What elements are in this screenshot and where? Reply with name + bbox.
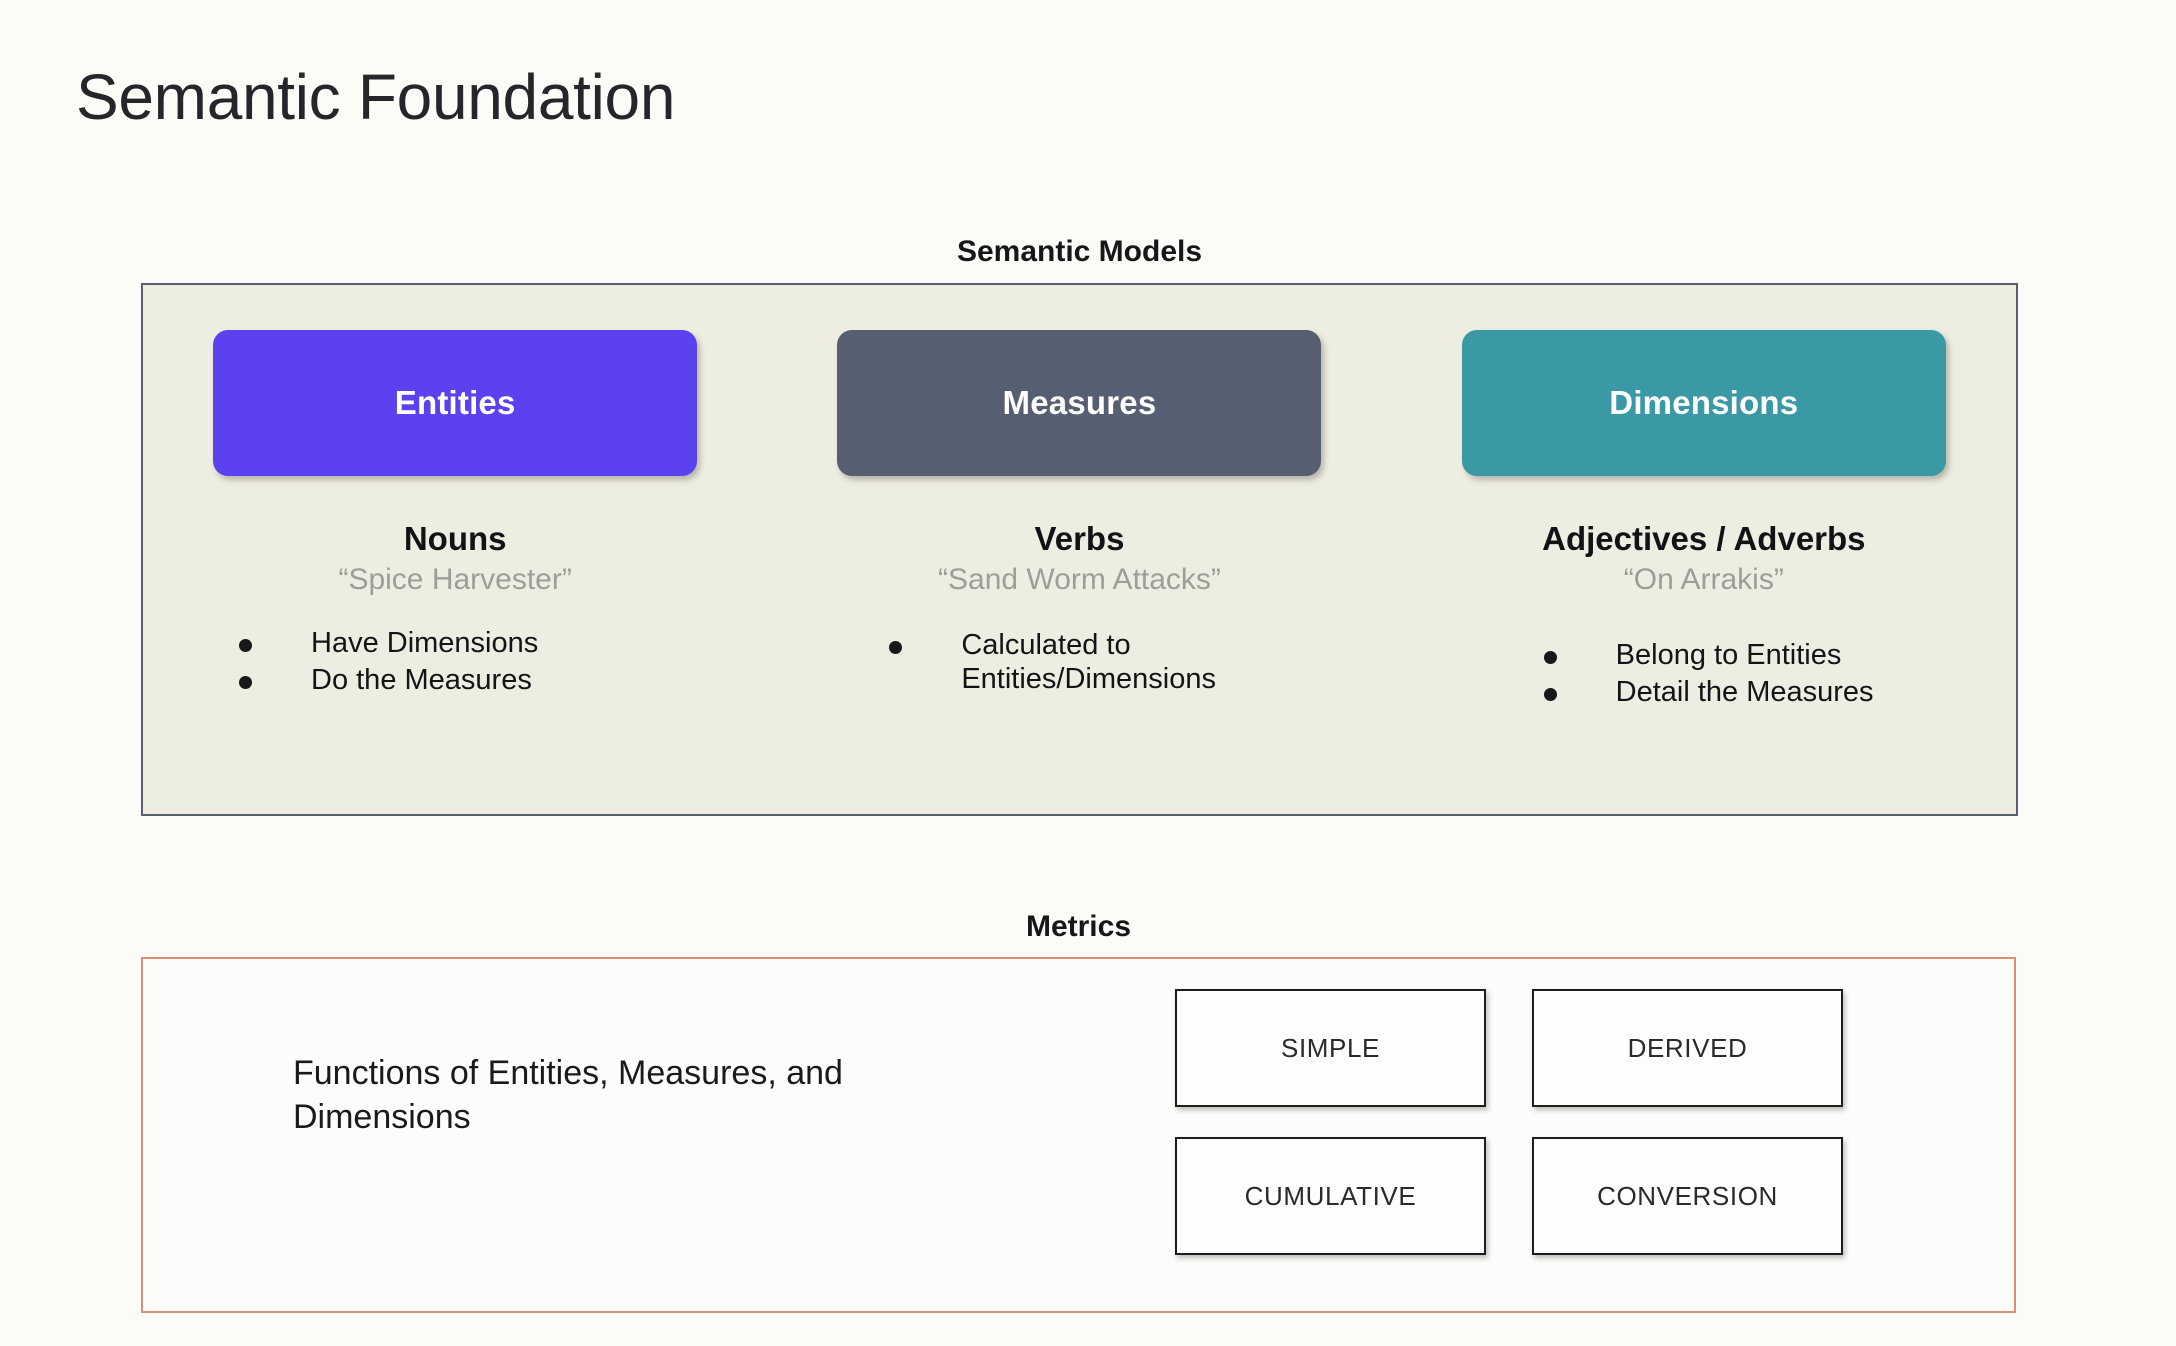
list-item: Belong to Entities [1543, 638, 1874, 672]
list-item: Do the Measures [239, 663, 538, 697]
dimensions-pill[interactable]: Dimensions [1461, 330, 1946, 476]
metric-type-cumulative[interactable]: CUMULATIVE [1175, 1137, 1486, 1255]
entities-example: “Spice Harvester” [338, 562, 572, 596]
semantic-column-dimensions: Dimensions Adjectives / Adverbs “On Arra… [1392, 330, 2016, 712]
metrics-description: Functions of Entities, Measures, and Dim… [293, 1054, 843, 1136]
entities-bullet-list: Have Dimensions Do the Measures [239, 626, 538, 700]
metric-type-conversion[interactable]: CONVERSION [1532, 1137, 1843, 1255]
semantic-column-measures: Measures Verbs “Sand Worm Attacks” Calcu… [767, 330, 1391, 699]
measures-example: “Sand Worm Attacks” [938, 562, 1221, 596]
measures-part-of-speech: Verbs [1034, 520, 1125, 557]
page-title: Semantic Foundation [76, 61, 676, 133]
metric-type-simple[interactable]: SIMPLE [1175, 989, 1486, 1107]
metric-type-grid: SIMPLE DERIVED CUMULATIVE CONVERSION [1175, 989, 1843, 1255]
dimensions-part-of-speech: Adjectives / Adverbs [1542, 520, 1866, 557]
list-item: Calculated to Entities/Dimensions [889, 628, 1271, 696]
entities-part-of-speech: Nouns [403, 520, 507, 557]
semantic-models-panel: Entities Nouns “Spice Harvester” Have Di… [141, 283, 2018, 816]
semantic-column-entities: Entities Nouns “Spice Harvester” Have Di… [143, 330, 767, 700]
semantic-models-caption: Semantic Models [956, 235, 1203, 268]
measures-bullet-list: Calculated to Entities/Dimensions [889, 628, 1271, 699]
semantic-models-columns: Entities Nouns “Spice Harvester” Have Di… [143, 285, 2016, 814]
metric-type-derived[interactable]: DERIVED [1532, 989, 1843, 1107]
dimensions-example: “On Arrakis” [1623, 562, 1784, 596]
metrics-caption: Metrics [1025, 910, 1132, 943]
metrics-panel: Functions of Entities, Measures, and Dim… [141, 957, 2016, 1313]
list-item: Have Dimensions [239, 626, 538, 660]
list-item: Detail the Measures [1543, 675, 1874, 709]
dimensions-bullet-list: Belong to Entities Detail the Measures [1543, 638, 1874, 712]
measures-pill[interactable]: Measures [837, 330, 1322, 476]
entities-pill[interactable]: Entities [213, 330, 698, 476]
